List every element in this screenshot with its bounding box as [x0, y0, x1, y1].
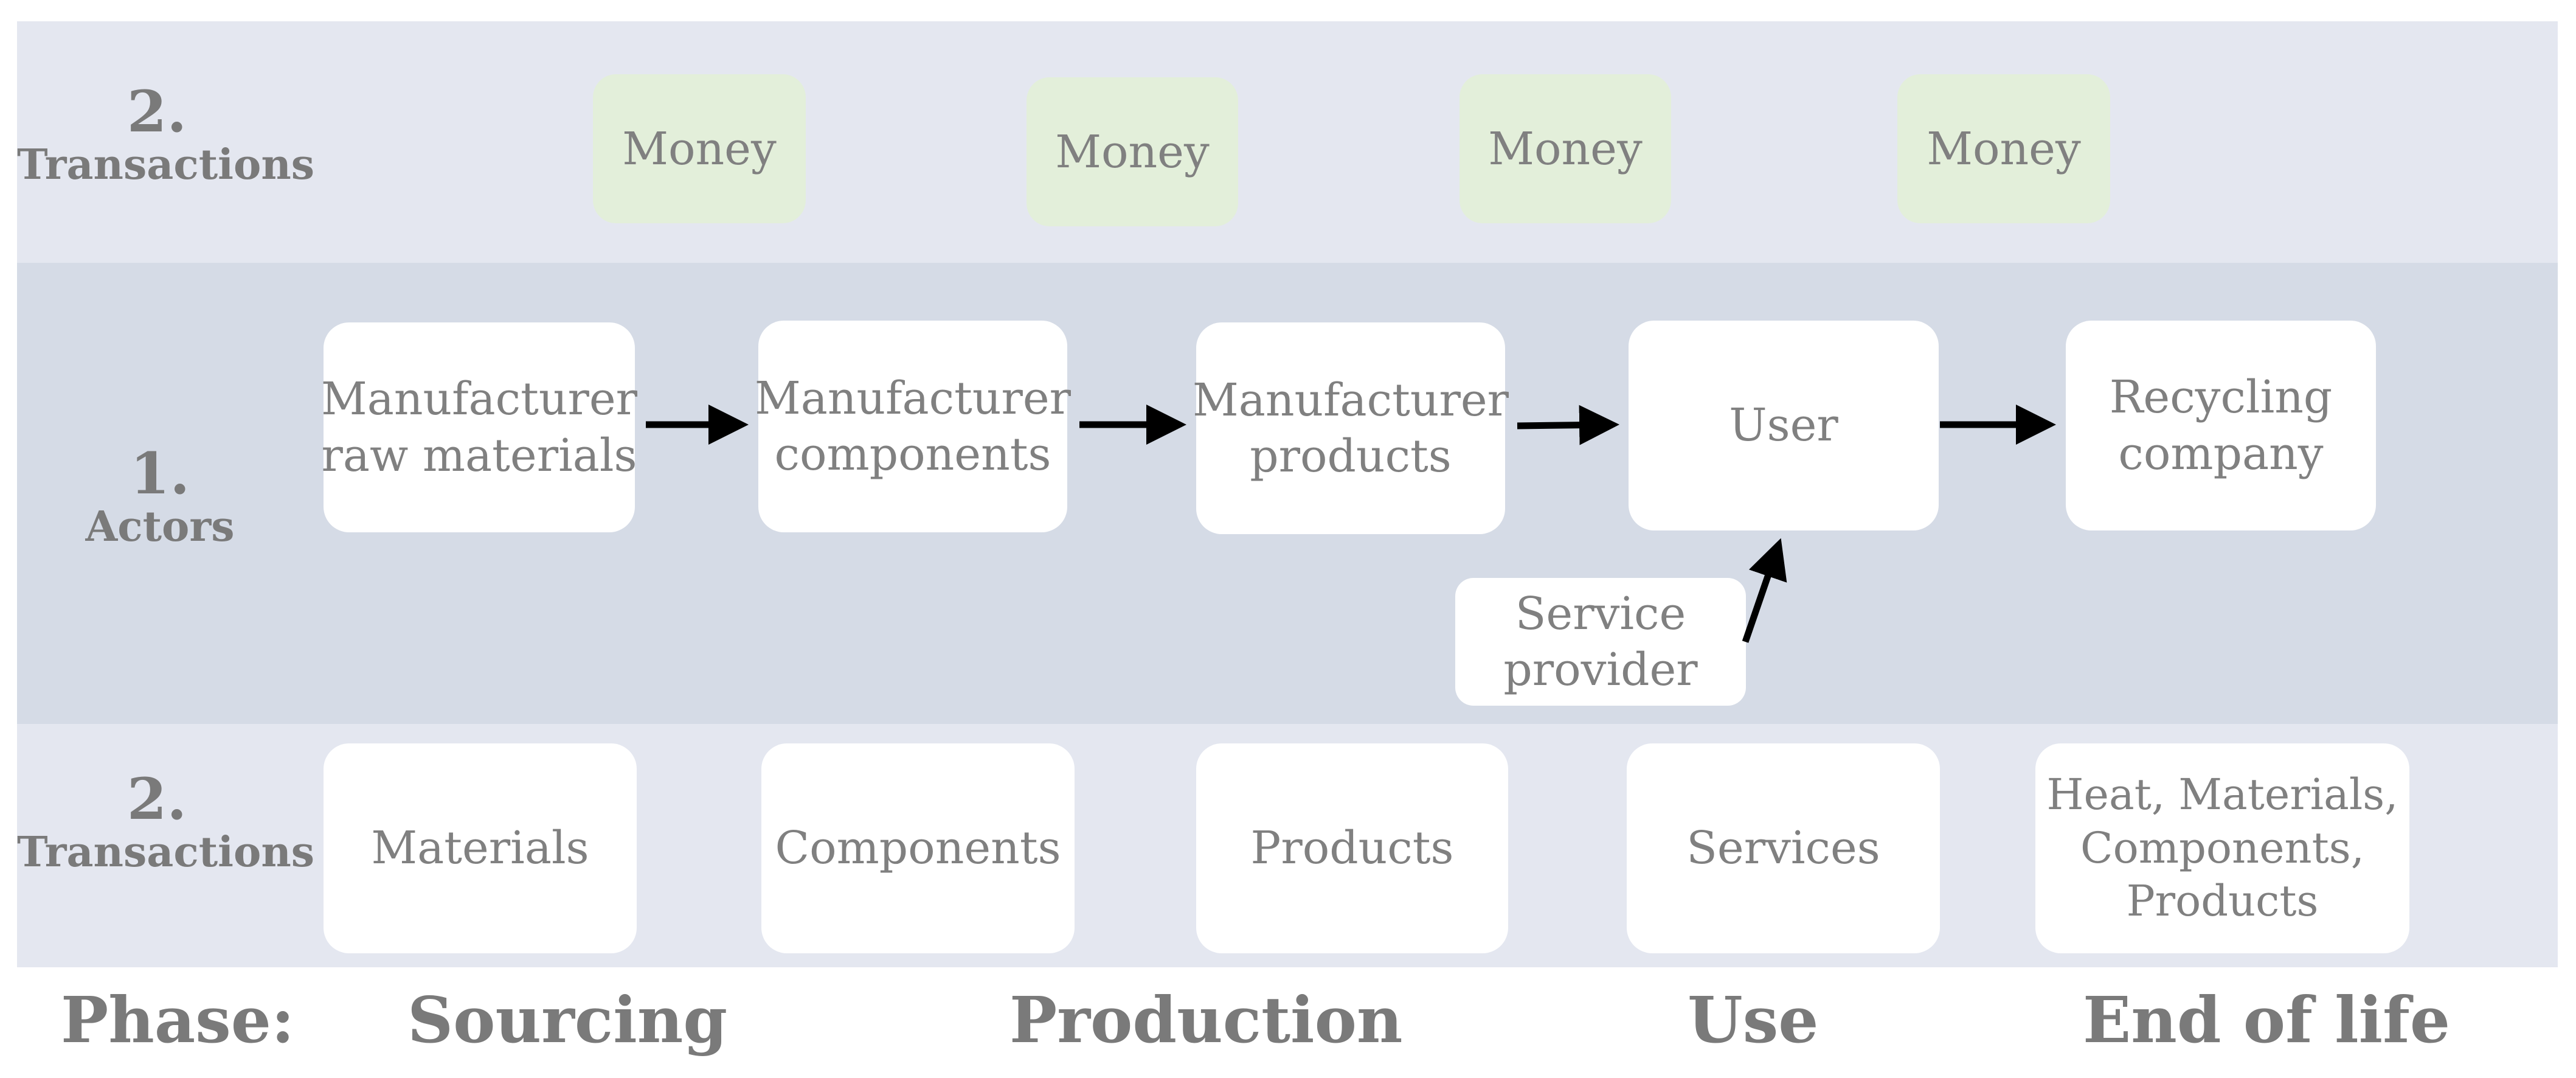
box-line: Heat, Materials,	[2046, 770, 2398, 820]
row-number: 2.	[126, 766, 187, 833]
row-number: 1.	[130, 440, 190, 507]
box-line: Manufacturer	[754, 372, 1072, 425]
box-line: products	[1250, 430, 1452, 482]
box-line: Service	[1515, 587, 1686, 640]
money-box-production: Money	[1027, 77, 1238, 226]
box-line: Products	[2126, 876, 2319, 927]
row-title: Transactions	[17, 827, 315, 877]
box-line: Components	[775, 822, 1061, 875]
row-label-actors: 1. Actors	[17, 444, 303, 549]
box-line: company	[2118, 427, 2324, 480]
row-title: Actors	[85, 502, 235, 551]
phase-sourcing: Sourcing	[407, 982, 728, 1057]
box-line: Recycling	[2109, 371, 2333, 423]
box-line: Manufacturer	[320, 373, 638, 425]
box-line: User	[1729, 399, 1838, 452]
row-title: Transactions	[17, 140, 315, 189]
box-line: Products	[1250, 822, 1454, 875]
box-line: Services	[1686, 822, 1880, 875]
phase-production: Production	[1009, 982, 1403, 1057]
phase-end-of-life: End of life	[2083, 982, 2451, 1057]
phase-label: Phase:	[61, 982, 295, 1057]
goods-materials: Materials	[324, 743, 637, 953]
row-label-goods-transactions: 2. Transactions	[17, 766, 315, 877]
goods-components: Components	[761, 743, 1075, 953]
row-label-money-transactions: 2. Transactions	[17, 78, 315, 189]
box-line: Manufacturer	[1192, 374, 1509, 426]
row-number: 2.	[126, 78, 187, 145]
money-box-use: Money	[1459, 74, 1671, 223]
box-line: Materials	[371, 822, 589, 875]
box-line: provider	[1503, 644, 1698, 696]
goods-end-of-life: Heat, Materials,Components,Products	[2035, 743, 2409, 953]
money-box-end-of-life: Money	[1897, 74, 2110, 223]
phase-use: Use	[1688, 982, 1819, 1057]
box-line: Components,	[2080, 822, 2364, 873]
box-line: raw materials	[321, 429, 637, 482]
transactions-money-band	[17, 21, 2558, 263]
box-line: components	[774, 428, 1051, 481]
goods-services: Services	[1627, 743, 1940, 953]
money-box-sourcing: Money	[593, 74, 806, 223]
goods-products: Products	[1196, 743, 1508, 953]
actor-user: User	[1629, 321, 1939, 530]
